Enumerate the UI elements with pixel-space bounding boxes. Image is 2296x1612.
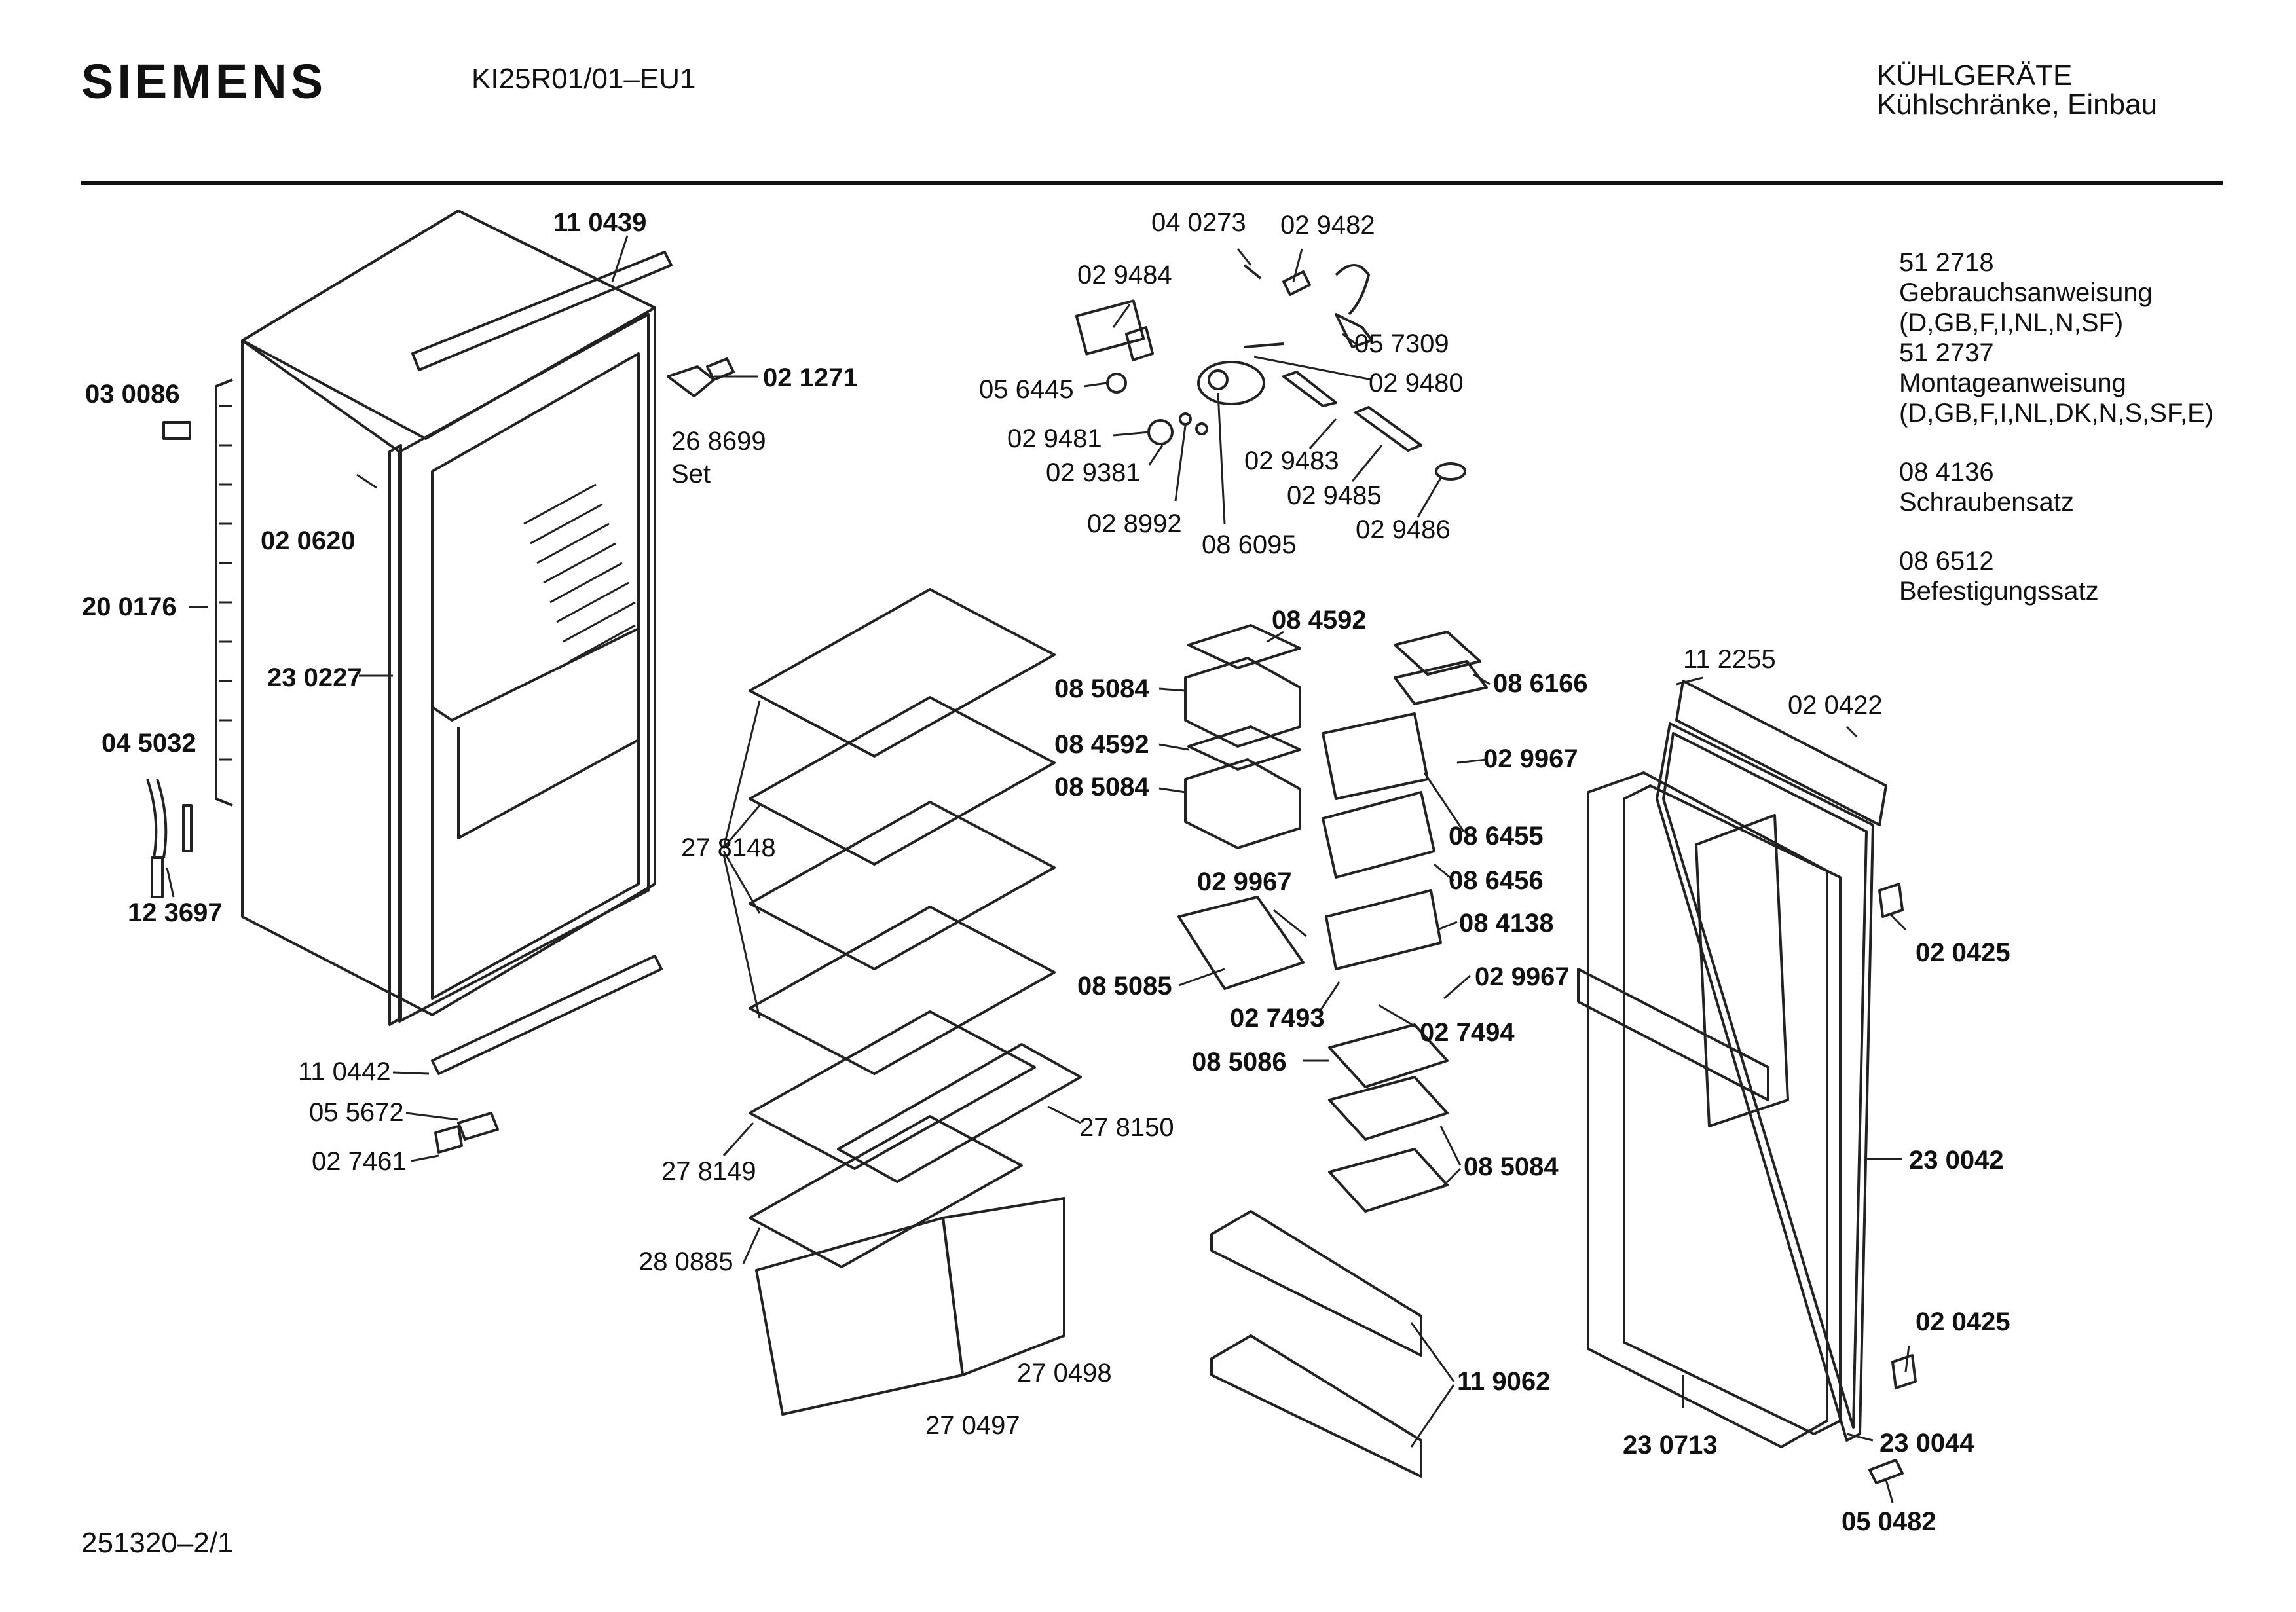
category-line-1: KÜHLGERÄTE	[1877, 60, 2073, 92]
part-label-020425-a: 02 0425	[1916, 938, 2010, 967]
dairy-boxes	[1177, 631, 1488, 990]
part-label-029481: 02 9481	[1007, 424, 1102, 453]
doc-number: 08 6512	[1899, 547, 1994, 576]
part-label-085084-a: 08 5084	[1054, 674, 1149, 703]
part-label-021271: 02 1271	[763, 363, 858, 392]
part-label-020425-b: 02 0425	[1916, 1308, 2010, 1336]
plug-030086	[162, 421, 191, 440]
part-label-123697: 12 3697	[128, 898, 223, 927]
part-label-027494: 02 7494	[1420, 1018, 1515, 1047]
part-label-055672: 05 5672	[309, 1098, 404, 1127]
bracket-027461	[434, 1125, 463, 1154]
header-divider	[81, 181, 2223, 185]
part-label-084138: 08 4138	[1459, 909, 1554, 938]
drawing-id: 251320–2/1	[81, 1527, 234, 1559]
part-label-230227: 23 0227	[267, 663, 362, 692]
part-label-230713: 23 0713	[1623, 1431, 1718, 1459]
glass-shelves	[749, 588, 1082, 1268]
part-label-268699: 26 8699	[671, 427, 766, 456]
door-seal-strip	[388, 444, 402, 1026]
part-label-027461: 02 7461	[312, 1147, 407, 1176]
part-label-084592-a: 08 4592	[1272, 606, 1367, 634]
door-panel	[1577, 680, 1917, 1484]
part-label-278150: 27 8150	[1079, 1113, 1174, 1142]
document-list: 51 2718 Gebrauchsanweisung (D,GB,F,I,NL,…	[1899, 247, 2213, 606]
part-label-set: Set	[671, 460, 711, 488]
part-label-278148: 27 8148	[681, 833, 776, 862]
temperature-sensor	[146, 779, 193, 898]
part-label-040273: 04 0273	[1151, 208, 1246, 237]
doc-name: Gebrauchsanweisung	[1899, 278, 2153, 307]
part-label-029485: 02 9485	[1287, 481, 1382, 510]
part-label-200176: 20 0176	[82, 593, 177, 621]
part-label-029967-c: 02 9967	[1475, 962, 1570, 991]
part-label-020422: 02 0422	[1788, 691, 1883, 720]
part-label-086166: 08 6166	[1493, 669, 1588, 698]
part-label-119062: 11 9062	[1457, 1367, 1551, 1396]
part-label-056445: 05 6445	[979, 375, 1074, 404]
part-label-230042: 23 0042	[1909, 1146, 2004, 1175]
doc-name: Schraubensatz	[1899, 488, 2074, 517]
category-line-2: Kühlschränke, Einbau	[1877, 88, 2158, 120]
doc-number: 51 2737	[1899, 339, 1994, 367]
hinge-set	[667, 357, 735, 397]
category-heading: KÜHLGERÄTE Kühlschränke, Einbau	[1877, 62, 2157, 119]
part-label-029480: 02 9480	[1369, 369, 1464, 397]
thermostat-assembly	[1075, 264, 1466, 481]
part-label-085084-b: 08 5084	[1054, 773, 1149, 801]
butter-boxes	[1328, 1023, 1449, 1213]
part-label-029483: 02 9483	[1244, 447, 1339, 475]
part-label-086095: 08 6095	[1202, 530, 1297, 559]
part-label-085086: 08 5086	[1192, 1048, 1287, 1076]
brand-logo: SIEMENS	[81, 54, 327, 109]
part-label-110442: 11 0442	[298, 1057, 391, 1086]
part-label-020620: 02 0620	[261, 526, 356, 555]
doc-number: 51 2718	[1899, 248, 1994, 277]
part-label-029967-b: 02 9967	[1197, 868, 1292, 896]
doc-languages: (D,GB,F,I,NL,DK,N,S,SF,E)	[1899, 399, 2214, 428]
bracket-055672	[457, 1112, 499, 1141]
part-label-280885: 28 0885	[639, 1247, 733, 1276]
doc-name: Befestigungssatz	[1899, 577, 2099, 606]
condenser-coil	[215, 378, 233, 807]
part-label-086455: 08 6455	[1449, 822, 1544, 851]
leader-lines	[166, 235, 1910, 1503]
part-label-085084-c: 08 5084	[1464, 1152, 1559, 1181]
doc-number: 08 4136	[1899, 458, 1994, 486]
doc-name: Montageanweisung	[1899, 369, 2126, 397]
egg-trays	[1184, 624, 1301, 849]
part-label-112255: 11 2255	[1683, 645, 1776, 674]
door-bins	[1210, 1210, 1422, 1478]
part-label-270498: 27 0498	[1017, 1359, 1112, 1387]
part-label-278149: 27 8149	[661, 1157, 756, 1186]
part-label-050482: 05 0482	[1842, 1507, 1936, 1536]
doc-languages: (D,GB,F,I,NL,N,SF)	[1899, 308, 2124, 337]
part-label-110439: 11 0439	[553, 208, 647, 237]
part-label-029486: 02 9486	[1356, 515, 1451, 544]
part-label-057309: 05 7309	[1354, 329, 1449, 358]
model-number: KI25R01/01–EU1	[472, 63, 696, 95]
part-label-029484: 02 9484	[1077, 261, 1172, 289]
bottom-rail	[431, 955, 663, 1075]
part-label-029967-a: 02 9967	[1483, 744, 1578, 773]
crisper-drawers	[755, 1197, 1065, 1416]
part-label-045032: 04 5032	[102, 729, 196, 758]
top-rail	[411, 251, 673, 371]
part-label-030086: 03 0086	[85, 380, 180, 409]
part-label-270497: 27 0497	[925, 1411, 1020, 1440]
part-label-086456: 08 6456	[1449, 866, 1544, 895]
cabinet-body	[241, 210, 656, 1023]
part-label-027493: 02 7493	[1230, 1004, 1325, 1033]
part-label-028992: 02 8992	[1087, 509, 1182, 538]
part-label-084592-b: 08 4592	[1054, 730, 1149, 759]
part-label-029482: 02 9482	[1280, 211, 1375, 240]
part-label-029381: 02 9381	[1046, 458, 1141, 487]
part-label-085085: 08 5085	[1077, 972, 1172, 1000]
part-label-230044: 23 0044	[1879, 1429, 1974, 1457]
